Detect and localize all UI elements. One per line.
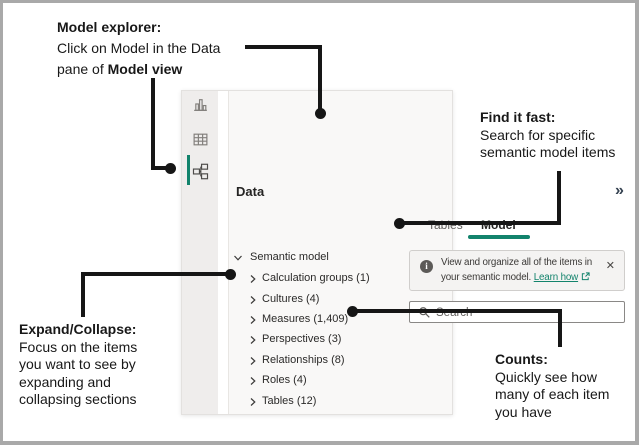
callout-dot-model-tab — [315, 108, 326, 119]
annotation-line: collapsing sections — [19, 391, 137, 407]
tree-item-label: Calculation groups (1) — [262, 272, 370, 284]
annotation-text-bold: Model view — [107, 61, 183, 77]
active-tab-underline — [468, 235, 530, 239]
callout-line-expand-v — [81, 274, 85, 317]
learn-how-link[interactable]: Learn how — [533, 271, 579, 283]
tree-item-label: Measures (1,409) — [262, 313, 349, 325]
annotation-title: Model explorer: — [57, 19, 162, 35]
chevron-right-icon[interactable] — [248, 376, 258, 386]
chevron-down-icon[interactable] — [233, 253, 243, 263]
annotation-line: expanding and — [19, 373, 111, 390]
chevron-right-icon[interactable] — [248, 315, 258, 325]
tree-item-label: Roles (4) — [262, 374, 307, 386]
annotation-find-it-fast: Find it fast: Search for specific semant… — [480, 109, 615, 162]
info-line-1: View and organize all of the items in — [441, 257, 593, 268]
annotation-line: many of each item — [495, 386, 610, 402]
info-line-2: your semantic model. — [441, 271, 532, 283]
annotation-line: semantic model items — [480, 144, 616, 160]
annotation-model-explorer: Model explorer: Click on Model in the Da… — [57, 17, 220, 80]
chevron-right-icon[interactable] — [248, 335, 258, 345]
annotation-line: you want to see by — [19, 356, 136, 372]
tree-root-label: Semantic model — [250, 251, 329, 263]
tree-item-label: Cultures (4) — [262, 293, 320, 305]
annotation-text: pane of — [57, 61, 108, 77]
report-view-button[interactable] — [192, 96, 209, 113]
callout-line-model-view-h — [151, 166, 169, 170]
view-switcher-sidebar — [182, 91, 218, 414]
pane-title: Data — [236, 184, 265, 199]
annotation-counts: Counts: Quickly see how many of each ite… — [495, 351, 609, 421]
close-icon[interactable]: ✕ — [605, 260, 615, 272]
info-banner: i View and organize all of the items in … — [409, 250, 625, 291]
info-banner-text: View and organize all of the items in yo… — [441, 256, 592, 285]
annotation-line: Click on Model in the Data — [57, 40, 221, 56]
collapse-pane-icon[interactable]: » — [615, 182, 624, 199]
callout-line-counts-h — [352, 309, 562, 313]
model-schema-icon — [192, 163, 209, 180]
tree-item-label: Perspectives (3) — [262, 333, 342, 345]
callout-line-model-explorer-v — [318, 45, 322, 111]
model-view-button[interactable] — [192, 163, 209, 180]
annotation-line: Quickly see how — [495, 368, 597, 385]
callout-line-model-explorer-h — [245, 45, 322, 49]
annotation-line: pane of Model view — [57, 59, 220, 80]
callout-line-model-view-v — [151, 78, 155, 170]
callout-dot-model-view-icon — [165, 163, 176, 174]
chevron-right-icon[interactable] — [248, 295, 258, 305]
tree-item-label: Tables (12) — [262, 395, 317, 407]
bar-chart-icon — [194, 99, 207, 111]
annotation-title: Find it fast: — [480, 109, 556, 125]
data-pane: Data » Tables Model i View and organize … — [181, 90, 625, 415]
selected-view-indicator — [187, 155, 190, 185]
annotation-title: Expand/Collapse: — [19, 321, 137, 337]
chevron-right-icon[interactable] — [248, 397, 258, 407]
annotation-line: Focus on the items — [19, 338, 138, 355]
tree-item-label: Relationships (8) — [262, 354, 345, 366]
callout-dot-calculation-groups — [225, 269, 236, 280]
chevron-right-icon[interactable] — [248, 274, 258, 284]
external-link-icon[interactable] — [581, 271, 590, 281]
callout-line-search-v — [557, 171, 561, 225]
annotation-expand-collapse: Expand/Collapse: Focus on the items you … — [19, 321, 137, 409]
annotation-line: you have — [495, 403, 552, 420]
info-icon: i — [420, 260, 433, 273]
table-grid-icon — [193, 133, 208, 146]
callout-line-search-h — [399, 221, 561, 225]
callout-line-expand-h — [81, 272, 227, 276]
annotation-line: Search for specific — [480, 126, 596, 143]
annotation-title: Counts: — [495, 351, 548, 367]
chevron-right-icon[interactable] — [248, 356, 258, 366]
table-view-button[interactable] — [192, 131, 209, 148]
callout-line-counts-v — [558, 309, 562, 347]
search-input[interactable] — [434, 302, 608, 324]
